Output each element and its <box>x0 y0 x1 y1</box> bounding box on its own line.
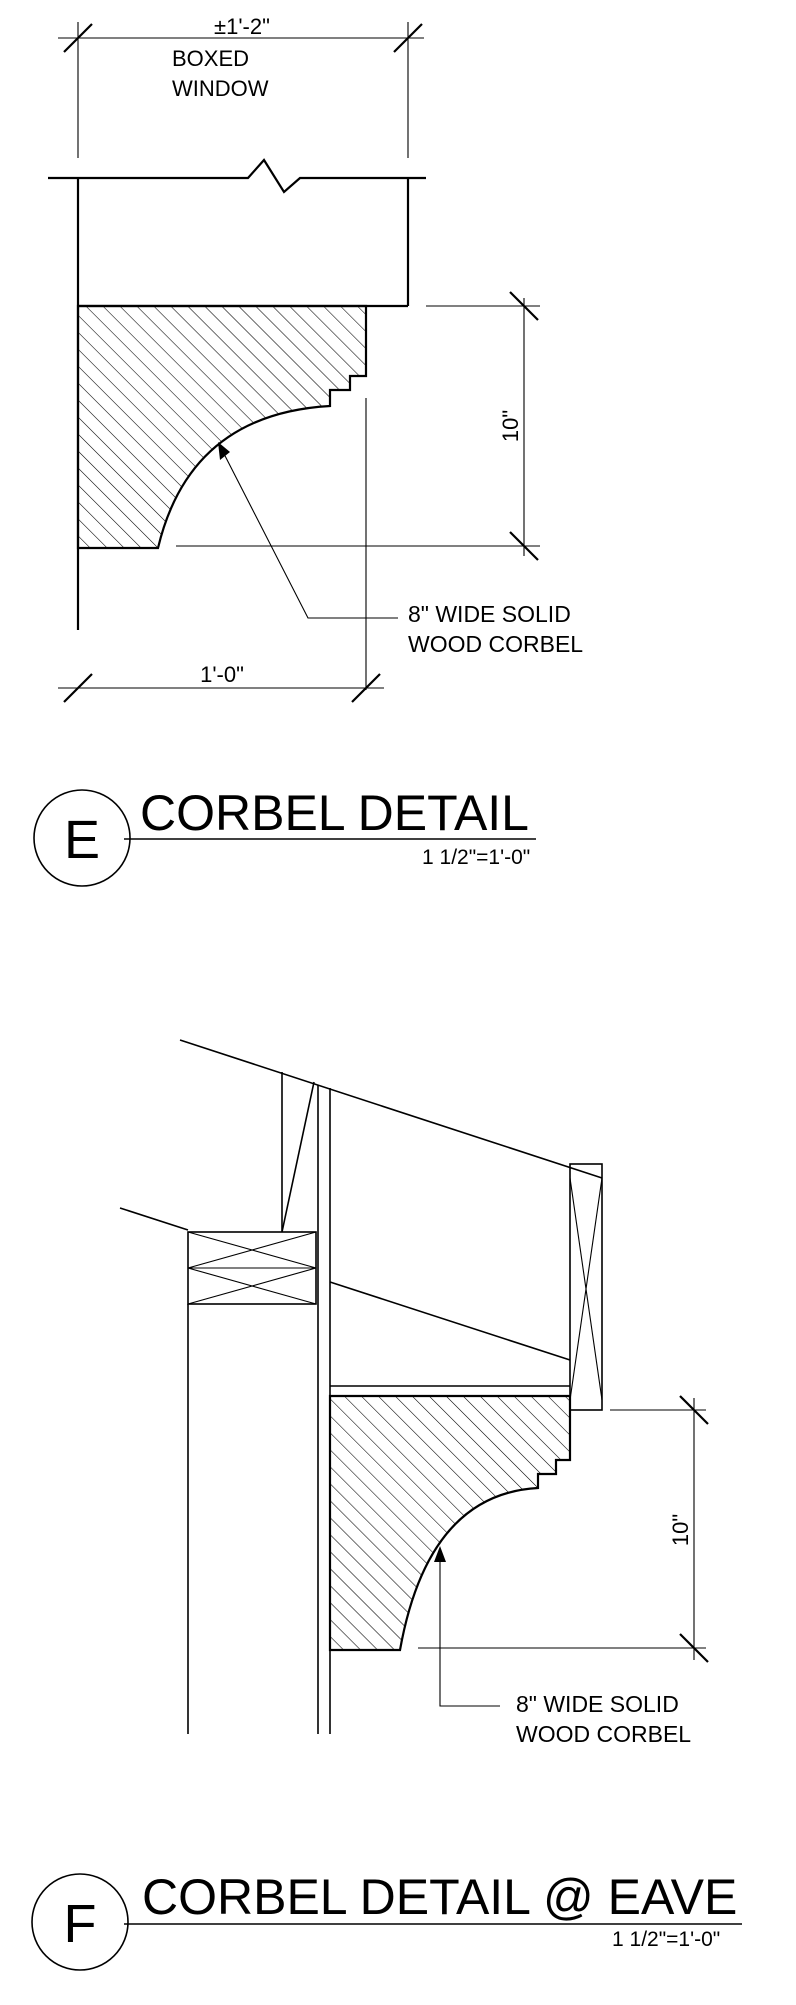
corbel-note-f-line1: 8" WIDE SOLID <box>516 1691 679 1717</box>
soffit <box>330 1385 570 1397</box>
corbel-section <box>76 304 368 550</box>
detail-e-scale: 1 1/2"=1'-0" <box>422 846 530 869</box>
corbel-note-f-line2: WOOD CORBEL <box>516 1721 691 1747</box>
roof-top-line <box>179 1039 603 1179</box>
detail-f-title: CORBEL DETAIL @ EAVE <box>142 1869 737 1925</box>
boxed-window-label-line1: BOXED <box>172 46 249 71</box>
height-dimension-f: 10" <box>418 1395 709 1663</box>
corbel-note-e: 8" WIDE SOLID WOOD CORBEL <box>218 442 583 657</box>
top-dimension: ±1'-2" <box>58 14 424 158</box>
height-dimension-f-label: 10" <box>668 1514 693 1546</box>
fascia-board <box>569 1163 603 1411</box>
corbel-section-f <box>328 1394 572 1652</box>
wall-lines <box>187 1085 331 1734</box>
height-dimension-e: 10" <box>176 291 540 561</box>
blocking-block <box>187 1231 317 1305</box>
width-dimension-e: 1'-0" <box>58 662 384 703</box>
upper-stud <box>281 1072 315 1233</box>
detail-f-scale: 1 1/2"=1'-0" <box>612 1928 720 1951</box>
corbel-note-e-line1: 8" WIDE SOLID <box>408 601 571 627</box>
width-dimension-e-label: 1'-0" <box>200 662 244 687</box>
detail-e-title: CORBEL DETAIL <box>140 785 529 841</box>
detail-f-title-block: F CORBEL DETAIL @ EAVE 1 1/2"=1'-0" <box>31 1869 742 1971</box>
roof-underside-line <box>329 1281 571 1361</box>
detail-e: ±1'-2" BOXED WINDOW 10" <box>33 14 583 887</box>
detail-f-bubble-letter: F <box>64 1894 97 1954</box>
detail-e-title-block: E CORBEL DETAIL 1 1/2"=1'-0" <box>33 785 536 887</box>
detail-e-bubble-letter: E <box>64 810 100 870</box>
corbel-note-f: 8" WIDE SOLID WOOD CORBEL <box>434 1546 691 1747</box>
roof-left-line <box>119 1207 189 1231</box>
height-dimension-e-label: 10" <box>498 410 523 442</box>
top-dimension-label: ±1'-2" <box>214 14 270 39</box>
corbel-note-e-line2: WOOD CORBEL <box>408 631 583 657</box>
boxed-window-label-line2: WINDOW <box>172 76 269 101</box>
detail-f: 10" 8" WIDE SOLID WOOD CORBEL F CORBEL D… <box>31 1039 742 1971</box>
